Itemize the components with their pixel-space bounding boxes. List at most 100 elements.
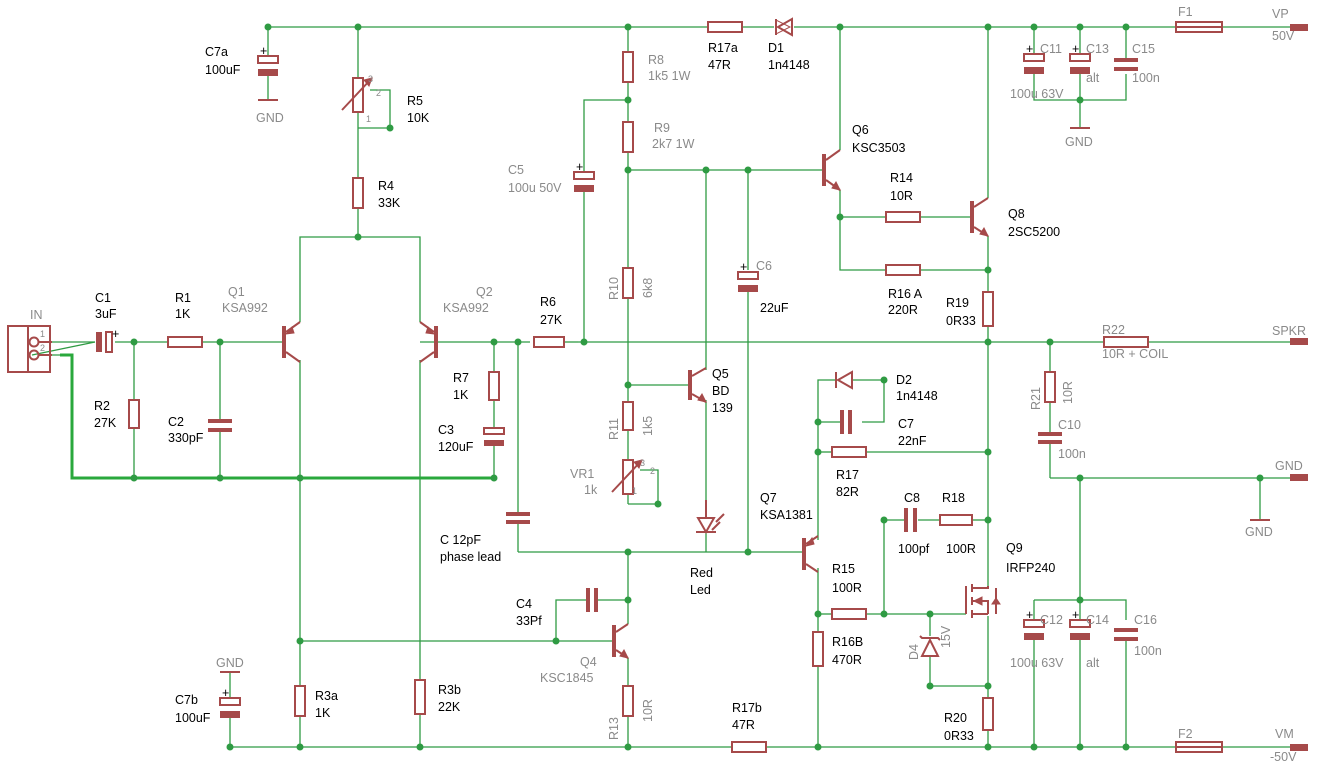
labels: VP 50V VM -50V SPKR GND GND GND GND GND …	[94, 5, 1306, 764]
q4-symbol	[612, 625, 616, 657]
r4-body	[352, 177, 364, 209]
svg-text:alt: alt	[1086, 71, 1100, 85]
q2-symbol	[434, 326, 438, 358]
svg-text:100n: 100n	[1132, 71, 1160, 85]
svg-text:330pF: 330pF	[168, 431, 204, 445]
svg-text:C12: C12	[1040, 613, 1063, 627]
q7-symbol	[802, 538, 806, 570]
svg-text:C3: C3	[438, 423, 454, 437]
svg-text:GND: GND	[216, 656, 244, 670]
svg-text:470R: 470R	[832, 653, 862, 667]
svg-text:C1: C1	[95, 291, 111, 305]
svg-text:Q7: Q7	[760, 491, 777, 505]
svg-text:+: +	[576, 160, 583, 174]
q1-symbol	[282, 326, 286, 358]
svg-text:R22: R22	[1102, 323, 1125, 337]
svg-text:+: +	[1026, 608, 1033, 622]
svg-text:22nF: 22nF	[898, 434, 927, 448]
r3a-body	[294, 685, 306, 717]
svg-text:Q6: Q6	[852, 123, 869, 137]
svg-text:F1: F1	[1178, 5, 1193, 19]
svg-text:6k8: 6k8	[641, 278, 655, 298]
r17b-body	[731, 741, 767, 753]
svg-text:C5: C5	[508, 163, 524, 177]
svg-text:10K: 10K	[407, 111, 430, 125]
svg-text:alt: alt	[1086, 656, 1100, 670]
svg-text:R1: R1	[175, 291, 191, 305]
svg-text:R20: R20	[944, 711, 967, 725]
svg-text:R6: R6	[540, 295, 556, 309]
svg-text:Red: Red	[690, 566, 713, 580]
svg-text:R14: R14	[890, 171, 913, 185]
svg-text:C6: C6	[756, 259, 772, 273]
svg-text:1K: 1K	[175, 307, 191, 321]
svg-text:Q1: Q1	[228, 285, 245, 299]
svg-text:KSC1845: KSC1845	[540, 671, 594, 685]
svg-text:R13: R13	[607, 717, 621, 740]
svg-text:Q2: Q2	[476, 285, 493, 299]
q6-symbol	[822, 154, 826, 186]
svg-text:C14: C14	[1086, 613, 1109, 627]
svg-text:+: +	[1072, 608, 1079, 622]
q5-symbol	[688, 370, 692, 400]
svg-text:R17b: R17b	[732, 701, 762, 715]
svg-text:2SC5200: 2SC5200	[1008, 225, 1060, 239]
r22-body	[1103, 336, 1149, 348]
r7-body	[488, 371, 500, 401]
svg-text:2k7 1W: 2k7 1W	[652, 137, 695, 151]
r14-body	[885, 211, 921, 223]
svg-text:100pf: 100pf	[898, 542, 930, 556]
svg-text:100R: 100R	[832, 581, 862, 595]
svg-text:+: +	[112, 327, 119, 341]
svg-text:C11: C11	[1040, 42, 1062, 56]
r16a-body	[885, 264, 921, 276]
svg-text:100uF: 100uF	[205, 63, 241, 77]
rail-spkr: SPKR	[1272, 324, 1306, 338]
svg-text:C 12pF: C 12pF	[440, 533, 481, 547]
svg-text:100u 50V: 100u 50V	[508, 181, 562, 195]
svg-text:+: +	[740, 260, 747, 274]
r10-body	[622, 267, 634, 299]
svg-text:R5: R5	[407, 94, 423, 108]
svg-text:2: 2	[376, 88, 381, 98]
svg-text:GND: GND	[1245, 525, 1273, 539]
svg-text:R3b: R3b	[438, 683, 461, 697]
r9-body	[622, 121, 634, 153]
rail-vp-value: 50V	[1272, 29, 1295, 43]
svg-text:47R: 47R	[732, 718, 755, 732]
svg-text:phase lead: phase lead	[440, 550, 501, 564]
svg-text:+: +	[1026, 42, 1033, 56]
svg-text:3: 3	[368, 74, 373, 84]
svg-text:R4: R4	[378, 179, 394, 193]
svg-text:C16: C16	[1134, 613, 1157, 627]
svg-text:R16 A: R16 A	[888, 287, 923, 301]
svg-text:GND: GND	[1065, 135, 1093, 149]
svg-text:KSA1381: KSA1381	[760, 508, 813, 522]
svg-text:C15: C15	[1132, 42, 1155, 56]
r17-body	[831, 446, 867, 458]
svg-text:C13: C13	[1086, 42, 1109, 56]
svg-text:47R: 47R	[708, 58, 731, 72]
transistors	[282, 149, 1001, 659]
svg-text:R3a: R3a	[315, 689, 338, 703]
svg-text:82R: 82R	[836, 485, 859, 499]
svg-text:100n: 100n	[1058, 447, 1086, 461]
svg-text:1K: 1K	[315, 706, 331, 720]
svg-text:R10: R10	[607, 277, 621, 300]
svg-text:Q8: Q8	[1008, 207, 1025, 221]
connector-name: IN	[30, 308, 43, 322]
svg-text:3uF: 3uF	[95, 307, 117, 321]
r6-body	[533, 336, 565, 348]
svg-text:22K: 22K	[438, 700, 461, 714]
svg-text:10R + COIL: 10R + COIL	[1102, 347, 1168, 361]
rail-vm: VM	[1275, 727, 1294, 741]
svg-text:+: +	[222, 686, 229, 700]
svg-text:3: 3	[640, 458, 645, 468]
svg-text:BD: BD	[712, 384, 729, 398]
svg-text:100uF: 100uF	[175, 711, 211, 725]
svg-text:R17: R17	[836, 468, 859, 482]
svg-text:C7: C7	[898, 417, 914, 431]
svg-text:15V: 15V	[939, 625, 953, 648]
svg-text:+: +	[1072, 42, 1079, 56]
svg-text:GND: GND	[256, 111, 284, 125]
